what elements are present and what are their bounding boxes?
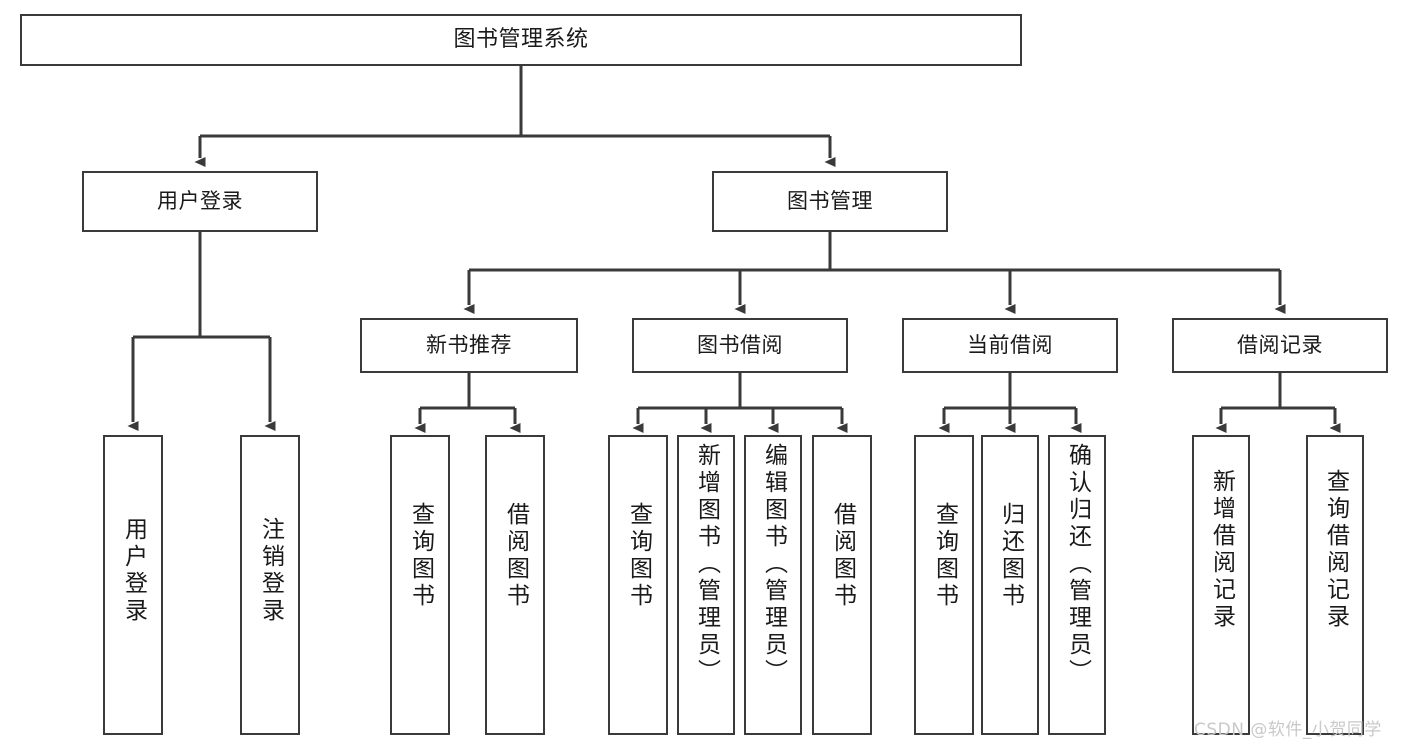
node-user-login-label: 用户登录 <box>157 189 243 214</box>
node-root[interactable]: 图书管理系统 <box>20 14 1022 66</box>
node-borrow-record-label: 借阅记录 <box>1237 333 1323 358</box>
leaf-edit-book-label: 编辑图书（管理员） <box>760 443 787 686</box>
leaf-user-login[interactable]: 用户登录 <box>103 435 163 735</box>
node-user-login[interactable]: 用户登录 <box>82 171 318 232</box>
leaf-borrow-book-2-label: 借阅图书 <box>829 502 856 610</box>
leaf-user-login-label: 用户登录 <box>120 517 147 625</box>
leaf-add-record-label: 新增借阅记录 <box>1208 469 1235 631</box>
leaf-query-book-1-label: 查询图书 <box>407 502 434 610</box>
node-book-borrow-label: 图书借阅 <box>697 333 783 358</box>
leaf-borrow-book-2[interactable]: 借阅图书 <box>812 435 872 735</box>
leaf-query-record-label: 查询借阅记录 <box>1322 469 1349 631</box>
node-book-manage-label: 图书管理 <box>787 189 873 214</box>
node-borrow-record[interactable]: 借阅记录 <box>1172 318 1388 373</box>
leaf-add-book-label: 新增图书（管理员） <box>693 443 720 686</box>
leaf-query-book-1[interactable]: 查询图书 <box>390 435 450 735</box>
node-new-book-recommend[interactable]: 新书推荐 <box>360 318 578 373</box>
leaf-add-record[interactable]: 新增借阅记录 <box>1192 435 1250 735</box>
leaf-confirm-return-label: 确认归还（管理员） <box>1064 443 1091 686</box>
node-current-borrow[interactable]: 当前借阅 <box>902 318 1118 373</box>
leaf-logout-label: 注销登录 <box>257 517 284 625</box>
leaf-edit-book[interactable]: 编辑图书（管理员） <box>744 435 802 735</box>
leaf-query-record[interactable]: 查询借阅记录 <box>1306 435 1364 735</box>
leaf-query-book-2[interactable]: 查询图书 <box>608 435 668 735</box>
node-root-label: 图书管理系统 <box>453 27 589 53</box>
node-new-book-recommend-label: 新书推荐 <box>426 333 512 358</box>
leaf-return-book[interactable]: 归还图书 <box>981 435 1039 735</box>
node-book-manage[interactable]: 图书管理 <box>712 171 948 232</box>
leaf-query-book-3-label: 查询图书 <box>931 502 958 610</box>
leaf-borrow-book-1-label: 借阅图书 <box>502 502 529 610</box>
leaf-return-book-label: 归还图书 <box>997 502 1024 610</box>
leaf-logout[interactable]: 注销登录 <box>240 435 300 735</box>
leaf-query-book-3[interactable]: 查询图书 <box>914 435 974 735</box>
leaf-add-book[interactable]: 新增图书（管理员） <box>677 435 735 735</box>
leaf-query-book-2-label: 查询图书 <box>625 502 652 610</box>
leaf-borrow-book-1[interactable]: 借阅图书 <box>485 435 545 735</box>
leaf-confirm-return[interactable]: 确认归还（管理员） <box>1048 435 1106 735</box>
node-current-borrow-label: 当前借阅 <box>967 333 1053 358</box>
node-book-borrow[interactable]: 图书借阅 <box>632 318 848 373</box>
